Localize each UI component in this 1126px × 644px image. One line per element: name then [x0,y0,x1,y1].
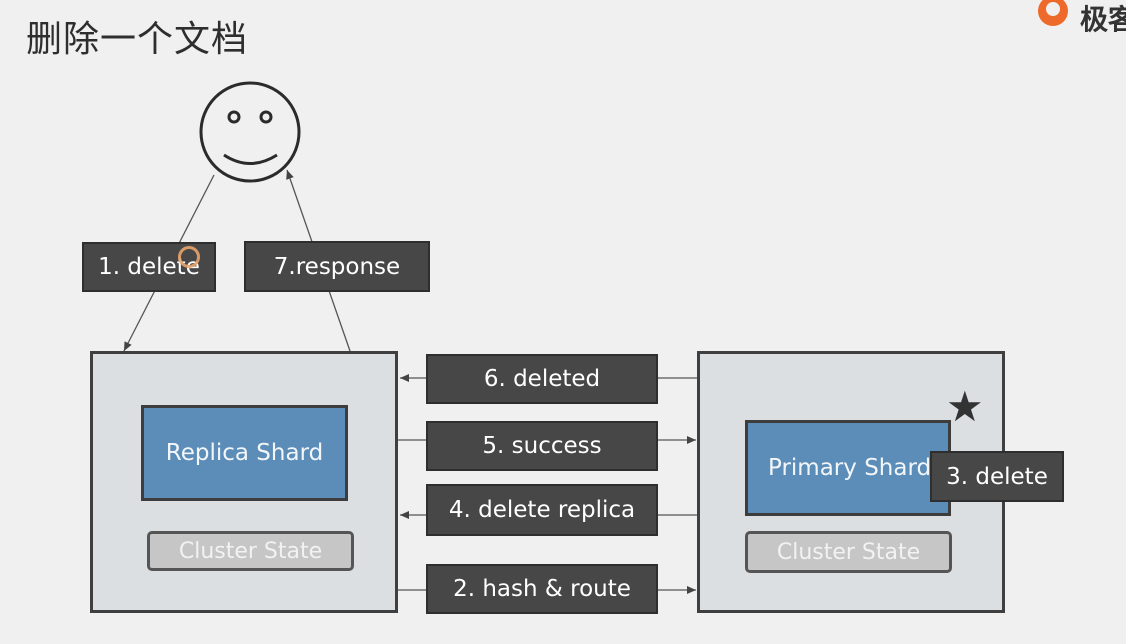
cursor-highlight-icon [178,246,200,268]
geektime-logo-icon [1038,0,1068,26]
primary-shard: Primary Shard [745,420,951,516]
primary-cluster-state: Cluster State [745,531,952,573]
step-2-label: 2. hash & route [426,564,658,614]
page-title: 删除一个文档 [26,19,249,60]
step-5-label: 5. success [426,421,658,471]
step-4-label: 4. delete replica [426,484,658,536]
replica-shard: Replica Shard [141,405,348,501]
primary-star-icon: ★ [946,382,984,431]
step-6-label: 6. deleted [426,354,658,404]
step-3-label: 3. delete [930,451,1064,502]
replica-cluster-state: Cluster State [147,531,354,571]
user-smiley-icon [199,81,301,183]
logo: 极客 [1038,0,1126,36]
logo-text: 极客 [1080,3,1126,36]
step-7-label: 7.response [244,241,430,292]
